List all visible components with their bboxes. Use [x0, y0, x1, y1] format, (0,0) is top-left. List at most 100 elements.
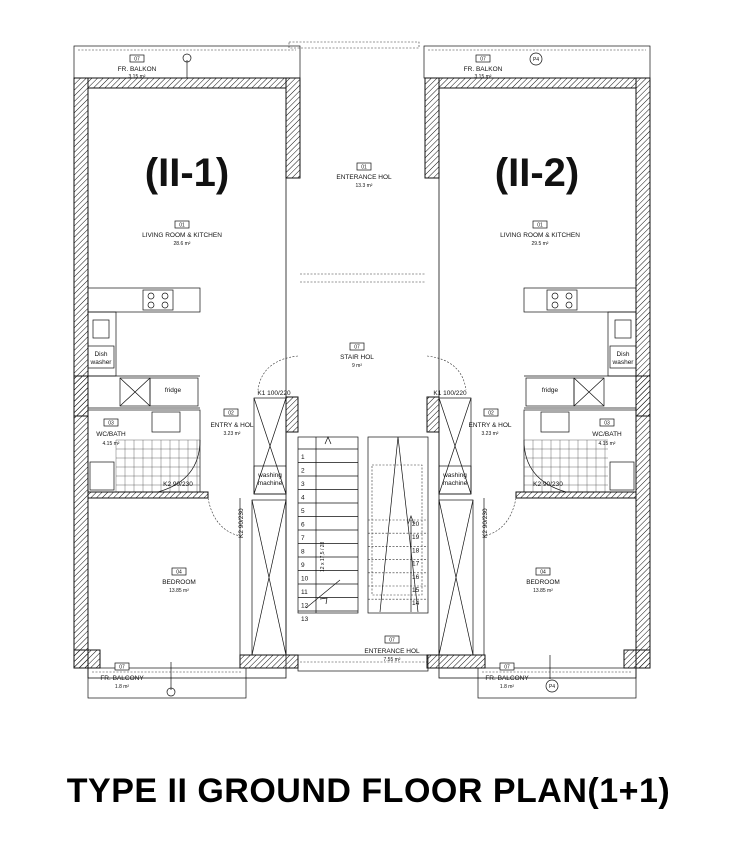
washing-machine-label: washing — [257, 472, 282, 479]
room-label-fr-balkon-2: 07 FR. BALKON 3.15 m² — [464, 54, 503, 80]
svg-text:28.6 m²: 28.6 m² — [174, 241, 191, 247]
room-label-enterance-hol-top: 01 ENTERANCE HOL 13.3 m² — [336, 162, 392, 189]
stair-step-number: 16 — [412, 574, 420, 581]
room-label-entry-hol-2: 02 ENTRY & HOL 3.23 m² — [468, 408, 512, 437]
stair-step-number: 19 — [412, 534, 420, 541]
svg-text:13.85 m²: 13.85 m² — [533, 588, 553, 594]
stair-step-number: 7 — [301, 535, 305, 542]
svg-text:BEDROOM: BEDROOM — [526, 579, 560, 586]
svg-text:WC/BATH: WC/BATH — [96, 431, 126, 438]
fridge-label: fridge — [165, 387, 182, 394]
room-label-bedroom-2: 04 BEDROOM 13.85 m² — [526, 567, 560, 594]
svg-text:LIVING ROOM & KITCHEN: LIVING ROOM & KITCHEN — [500, 232, 580, 239]
dishwasher-label-2: washer — [90, 359, 113, 366]
room-label-living-room-2: 01 LIVING ROOM & KITCHEN 29.5 m² — [500, 220, 580, 247]
unit-label-ii-1: (II-1) — [145, 151, 229, 195]
room-label-wc-bath: 03 WC/BATH 4.15 m² — [96, 418, 126, 447]
svg-text:LIVING ROOM & KITCHEN: LIVING ROOM & KITCHEN — [142, 232, 222, 239]
svg-text:ENTRY & HOL: ENTRY & HOL — [468, 422, 511, 429]
stair-step-number: 12 — [301, 603, 309, 610]
stair-step-number: 3 — [301, 481, 305, 488]
unit-ii-2: (II-2) 07 FR. BALKON 3.15 m² 01 LIVING R… — [423, 45, 651, 699]
stair-step-number: 13 — [301, 616, 309, 623]
stair-step-number: 15 — [412, 587, 420, 594]
room-label-enterance-hol-bottom: 07 ENTERANCE HOL 7.55 m² — [364, 635, 420, 663]
svg-text:07: 07 — [119, 665, 125, 671]
svg-text:01: 01 — [361, 165, 367, 171]
svg-text:01: 01 — [537, 223, 543, 229]
stair-step-number: 9 — [301, 562, 305, 569]
door-label-entry: K1 100/220 — [257, 390, 291, 397]
svg-text:WC/BATH: WC/BATH — [592, 431, 622, 438]
svg-text:P4: P4 — [549, 684, 555, 690]
door-label-bedroom-2: K2 90/230 — [482, 508, 489, 538]
dishwasher-label-b2: washer — [612, 359, 635, 366]
room-label-living-room: 01 LIVING ROOM & KITCHEN 28.6 m² — [142, 220, 222, 247]
svg-text:BEDROOM: BEDROOM — [162, 579, 196, 586]
svg-text:03: 03 — [108, 421, 114, 427]
svg-text:04: 04 — [540, 570, 546, 576]
svg-text:7.55 m²: 7.55 m² — [384, 657, 401, 663]
svg-text:ENTRY & HOL: ENTRY & HOL — [210, 422, 253, 429]
svg-text:4.15 m²: 4.15 m² — [599, 441, 616, 447]
room-label-wc-bath-2: 03 WC/BATH 4.15 m² — [592, 418, 622, 447]
svg-text:07: 07 — [504, 665, 510, 671]
stair-dimension: 12 x 17,5 / 28 — [320, 541, 326, 572]
svg-text:9 m²: 9 m² — [352, 363, 362, 369]
svg-text:07: 07 — [389, 638, 395, 644]
stair-step-number: 11 — [301, 589, 308, 596]
door-label-bath: K2 90/230 — [163, 481, 193, 488]
svg-text:FR. BALKON: FR. BALKON — [464, 66, 503, 73]
svg-text:04: 04 — [176, 570, 182, 576]
staircase: 12 x 17,5 / 28 — [297, 436, 429, 614]
room-label-fr-balcony-2: 07 FR. BALCONY 1.8 m² — [485, 662, 529, 690]
room-label-stair-hol: 07 STAIR HOL 9 m² — [340, 342, 374, 369]
door-label-entry-2: K1 100/220 — [433, 390, 467, 397]
svg-text:13.3 m²: 13.3 m² — [356, 183, 373, 189]
stair-step-number: 1 — [301, 454, 305, 461]
stair-step-number: 2 — [301, 468, 305, 475]
stair-step-number: 10 — [301, 576, 309, 583]
room-label-bedroom: 04 BEDROOM 13.85 m² — [162, 567, 196, 594]
svg-text:FR. BALCONY: FR. BALCONY — [485, 675, 529, 682]
svg-text:3.23 m²: 3.23 m² — [482, 431, 499, 437]
svg-text:01: 01 — [179, 223, 185, 229]
stair-step-number: 8 — [301, 549, 305, 556]
door-label-bath-2: K2 90/230 — [533, 481, 563, 488]
stair-step-number: 14 — [412, 600, 420, 607]
room-label-fr-balkon: 07 FR. BALKON 3.15 m² — [118, 54, 157, 80]
unit-ii-1: (II-1) 07 FR. BALKON 3.15 m² 01 LIVING R… — [73, 45, 301, 699]
marker-p4-bottom — [545, 679, 559, 693]
svg-text:1.8 m²: 1.8 m² — [500, 684, 515, 690]
svg-text:P4: P4 — [533, 57, 539, 63]
svg-text:4.15 m²: 4.15 m² — [103, 441, 120, 447]
stair-step-number: 18 — [412, 547, 420, 554]
svg-text:FR. BALKON: FR. BALKON — [118, 66, 157, 73]
svg-text:07: 07 — [480, 57, 486, 63]
plan-title: TYPE II GROUND FLOOR PLAN(1+1) — [66, 772, 671, 810]
stair-step-number: 6 — [301, 522, 305, 529]
stair-step-number: 20 — [412, 521, 420, 528]
fridge-label-b: fridge — [542, 387, 559, 394]
washing-machine-label-2: machine — [258, 480, 283, 487]
svg-text:13.85 m²: 13.85 m² — [169, 588, 189, 594]
svg-text:03: 03 — [604, 421, 610, 427]
washing-machine-label-b: washing — [442, 472, 467, 479]
svg-text:07: 07 — [134, 57, 140, 63]
svg-text:02: 02 — [228, 411, 234, 417]
svg-text:STAIR HOL: STAIR HOL — [340, 354, 374, 361]
svg-text:3.15 m²: 3.15 m² — [475, 74, 492, 80]
marker-p4-top — [529, 52, 543, 66]
svg-text:07: 07 — [354, 345, 360, 351]
stair-step-number: 17 — [412, 561, 420, 568]
dishwasher-label: Dish — [94, 351, 107, 358]
door-label-bedroom: K2 90/230 — [238, 508, 245, 538]
svg-text:3.23 m²: 3.23 m² — [224, 431, 241, 437]
svg-text:ENTERANCE HOL: ENTERANCE HOL — [364, 648, 420, 655]
unit-label-ii-2: (II-2) — [495, 151, 579, 195]
svg-text:ENTERANCE HOL: ENTERANCE HOL — [336, 174, 392, 181]
svg-text:29.5 m²: 29.5 m² — [532, 241, 549, 247]
stair-step-number: 4 — [301, 495, 305, 502]
